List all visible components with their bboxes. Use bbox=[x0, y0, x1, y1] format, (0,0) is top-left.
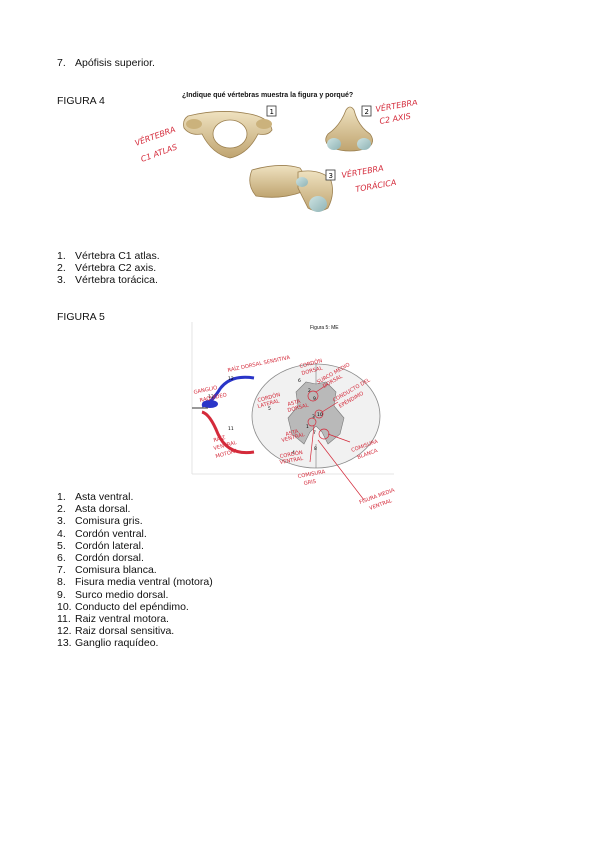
box-label-3-text: 3 bbox=[329, 172, 333, 180]
hw-asta-dorsal-2: DORSAL bbox=[287, 403, 309, 414]
num-6: 6 bbox=[298, 378, 301, 384]
hw-ganglio: GANGLIO bbox=[193, 385, 218, 396]
num-11: 11 bbox=[228, 426, 234, 432]
figura5-label: FIGURA 5 bbox=[57, 311, 105, 323]
list-item: 3.Comisura gris. bbox=[57, 515, 143, 528]
list-item: 7. Apófisis superior. bbox=[57, 57, 155, 69]
list-item: 1.Asta ventral. bbox=[57, 491, 134, 503]
list-item: 10.Conducto del epéndimo. bbox=[57, 600, 189, 613]
figura4-heading: ¿Indique qué vértebras muestra la figura… bbox=[182, 92, 354, 99]
num-9: 9 bbox=[313, 396, 316, 402]
hw-raiz-dorsal: RAÍZ DORSAL SENSITIVA bbox=[227, 354, 291, 374]
num-7: 7 bbox=[313, 430, 316, 436]
hw-comisura-gris-2: GRIS bbox=[303, 479, 316, 487]
list-top: 7. Apófisis superior. bbox=[57, 57, 155, 69]
list-item: 11.Raiz ventral motora. bbox=[57, 613, 169, 626]
list-item: 6.Cordón dorsal. bbox=[57, 552, 144, 565]
list-item: 5.Cordón lateral. bbox=[57, 539, 144, 552]
hw-raiz-ventral-2: VENTRAL bbox=[213, 440, 238, 452]
hw-cordon-ventral-1: CORDÓN bbox=[279, 449, 303, 460]
hw-vertebra-c2: VÉRTEBRA bbox=[374, 100, 418, 114]
hw-toracica: TORÁCICA bbox=[354, 176, 397, 194]
figura5-answers: 1.Asta ventral. 2.Asta dorsal. 3.Comisur… bbox=[57, 491, 213, 650]
list-item: 7.Comisura blanca. bbox=[57, 564, 157, 577]
box-label-2 bbox=[361, 105, 372, 117]
hw-cordon-lateral-2: LATERAL bbox=[257, 398, 280, 410]
num-12: 12 bbox=[228, 376, 234, 382]
hw-comisura-gris-1: COMISURA bbox=[297, 469, 326, 480]
list-item: 13.Ganglio raquídeo. bbox=[57, 637, 159, 650]
ventral-root bbox=[201, 410, 255, 455]
hw-vertebra-toracica: VÉRTEBRA bbox=[340, 162, 384, 180]
num-3: 3 bbox=[312, 414, 315, 420]
list-item: 2.Asta dorsal. bbox=[57, 503, 131, 516]
hw-cordon-ventral-2: VENTRAL bbox=[279, 456, 303, 466]
list-item: 2.Vértebra C2 axis. bbox=[57, 262, 157, 275]
hw-asta-dorsal-1: ASTA bbox=[287, 399, 302, 408]
thoracic-vertebra-drawing bbox=[249, 165, 333, 212]
atlas-vertebra-drawing bbox=[183, 111, 273, 159]
hw-asta-ventral-2: VENTRAL bbox=[281, 432, 306, 444]
hw-c1-atlas: C1 ATLAS bbox=[140, 142, 179, 163]
list-item: 12.Raiz dorsal sensitiva. bbox=[57, 625, 175, 638]
hw-raiz-ventral-3: MOTORA bbox=[215, 448, 239, 460]
hw-asta-ventral-1: ASTA bbox=[285, 429, 300, 438]
box-label-1-text: 1 bbox=[270, 108, 274, 116]
box-label-3 bbox=[325, 169, 336, 181]
num-2: 2 bbox=[308, 388, 311, 394]
num-10: 10 bbox=[317, 412, 323, 418]
num-4: 4 bbox=[292, 450, 295, 456]
annotation-marks bbox=[307, 383, 365, 501]
hw-cordon-dorsal-2: DORSAL bbox=[301, 366, 323, 377]
figura5-title: Figura 5: ME bbox=[310, 325, 339, 331]
num-13: 13 bbox=[208, 394, 214, 400]
figura4-image: 1 2 3 VÉRTEBRA C1 ATLAS VÉRTEBRA C2 AXIS… bbox=[133, 100, 418, 212]
list-item: 1.Vértebra C1 atlas. bbox=[57, 250, 160, 262]
box-label-2-text: 2 bbox=[365, 108, 369, 116]
list-item: 3.Vértebra torácica. bbox=[57, 274, 158, 287]
num-8: 8 bbox=[314, 446, 317, 452]
spinal-cord-drawing bbox=[251, 363, 381, 469]
hw-raiz-ventral-1: RAÍZ bbox=[213, 434, 227, 444]
num-1: 1 bbox=[306, 424, 309, 430]
figura4-answers: 1.Vértebra C1 atlas. 2.Vértebra C2 axis.… bbox=[57, 250, 160, 287]
axis-vertebra-drawing bbox=[325, 106, 373, 152]
box-label-1 bbox=[266, 105, 277, 117]
list-item: 8.Fisura media ventral (motora) bbox=[57, 576, 213, 589]
list-item: 9.Surco medio dorsal. bbox=[57, 588, 169, 601]
hw-c2-axis: C2 AXIS bbox=[379, 112, 412, 126]
num-5: 5 bbox=[268, 406, 271, 412]
list-item: 4.Cordón ventral. bbox=[57, 527, 147, 540]
ganglion bbox=[202, 400, 218, 408]
figura4-label: FIGURA 4 bbox=[57, 95, 105, 107]
figura5-image: 6 12 13 5 11 4 1 2 3 10 7 8 9 RAÍZ DORSA… bbox=[191, 322, 396, 512]
